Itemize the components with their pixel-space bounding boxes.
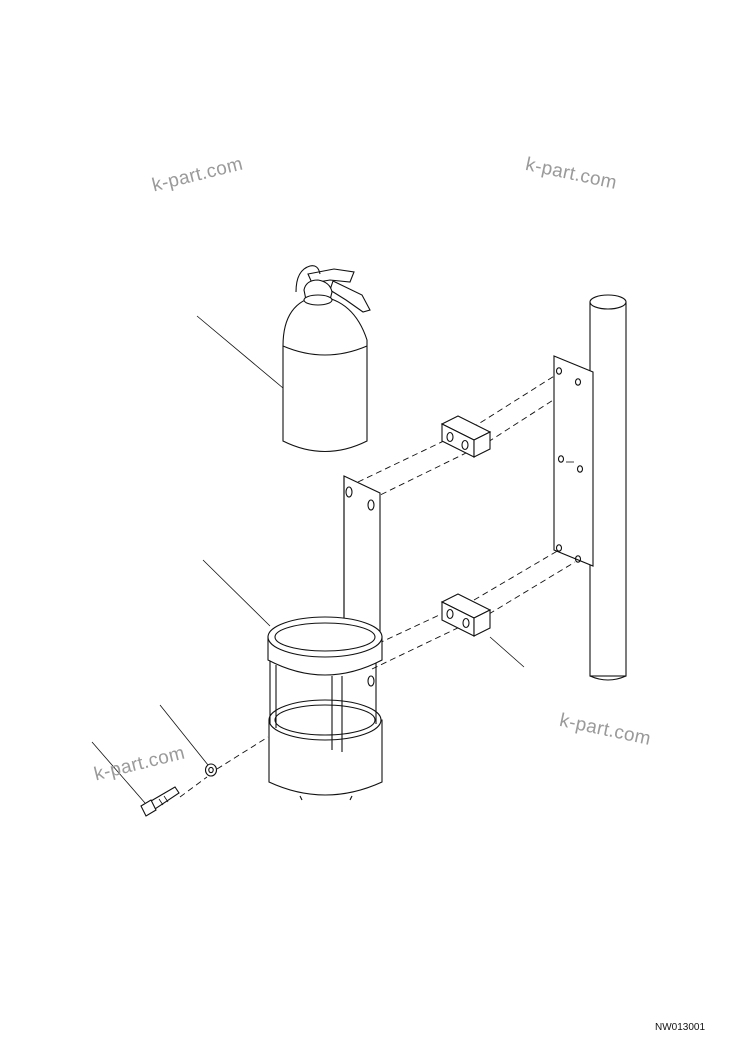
leader-lines xyxy=(91,315,525,804)
fire-extinguisher xyxy=(282,265,371,453)
bolt xyxy=(140,786,180,817)
extinguisher-bracket xyxy=(267,475,383,801)
assembly-lines xyxy=(179,372,576,798)
drawing-code: NW013001 xyxy=(655,1022,706,1033)
clamp-block-upper xyxy=(440,415,492,458)
clamp-block-lower xyxy=(440,593,492,637)
vertical-post xyxy=(589,294,627,681)
mounting-plate xyxy=(553,355,594,567)
washer xyxy=(204,763,218,777)
